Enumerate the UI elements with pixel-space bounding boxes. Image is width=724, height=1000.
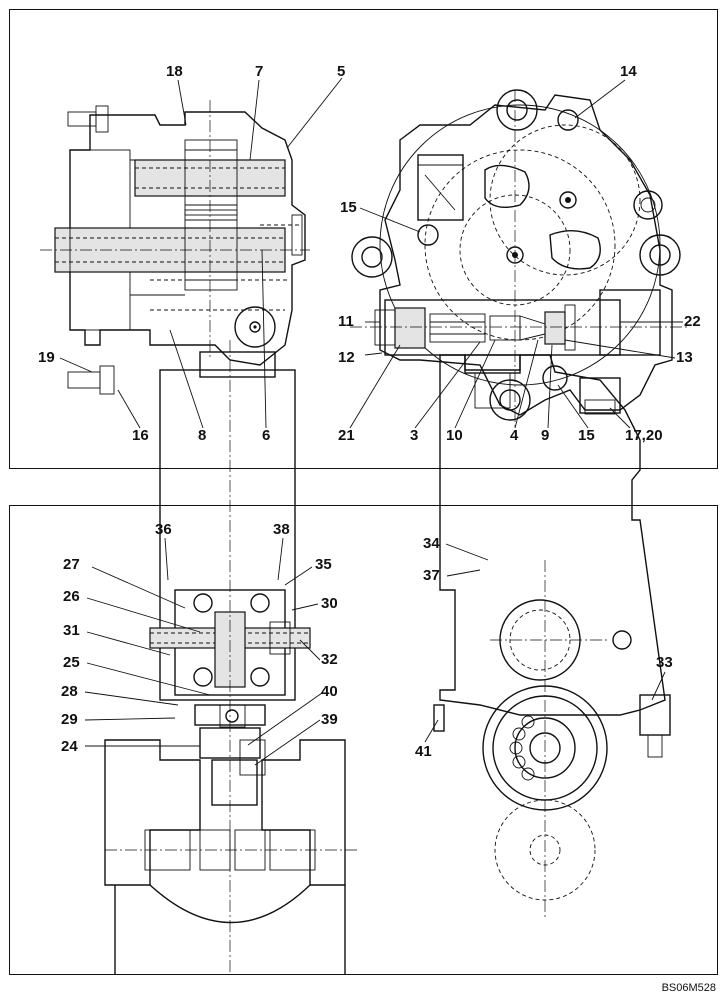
gear-train-section xyxy=(104,340,360,975)
callout-10: 10 xyxy=(446,427,463,444)
callout-15-upper: 15 xyxy=(340,199,357,216)
o-ring-14 xyxy=(557,109,579,131)
callout-13: 13 xyxy=(676,349,693,366)
callout-19: 19 xyxy=(38,349,55,366)
figure-code: BS06M528 xyxy=(661,982,716,994)
leader-lines xyxy=(59,77,683,766)
callout-17-20: 17,20 xyxy=(625,427,663,444)
callout-32: 32 xyxy=(321,651,338,668)
callout-27: 27 xyxy=(63,556,80,573)
gear-pump-side-section xyxy=(40,100,310,395)
callout-7: 7 xyxy=(255,63,264,80)
gear-case-side-view xyxy=(433,354,671,920)
callout-36: 36 xyxy=(155,521,172,538)
callout-28: 28 xyxy=(61,683,78,700)
bearing-balls xyxy=(509,715,535,781)
callout-24: 24 xyxy=(61,738,78,755)
callout-4: 4 xyxy=(510,427,519,444)
callout-18: 18 xyxy=(166,63,183,80)
callout-41: 41 xyxy=(415,743,432,760)
callout-21: 21 xyxy=(338,427,355,444)
callout-8: 8 xyxy=(198,427,207,444)
callout-37: 37 xyxy=(423,567,440,584)
callout-15-lower: 15 xyxy=(578,427,595,444)
callout-40: 40 xyxy=(321,683,338,700)
callout-14: 14 xyxy=(620,63,637,80)
callout-31: 31 xyxy=(63,622,80,639)
callout-11: 11 xyxy=(338,313,354,330)
callout-6: 6 xyxy=(262,427,271,444)
callout-22: 22 xyxy=(684,313,701,330)
callout-9: 9 xyxy=(541,427,550,444)
callout-35: 35 xyxy=(315,556,332,573)
callout-38: 38 xyxy=(273,521,290,538)
callout-12: 12 xyxy=(338,349,355,366)
callout-25: 25 xyxy=(63,654,80,671)
callout-16: 16 xyxy=(132,427,149,444)
callout-34: 34 xyxy=(423,535,440,552)
o-ring-15 xyxy=(417,224,439,246)
valve-housing-front-view xyxy=(350,89,690,430)
o-ring-15b xyxy=(542,365,568,391)
callout-26: 26 xyxy=(63,588,80,605)
callout-30: 30 xyxy=(321,595,338,612)
callout-5: 5 xyxy=(337,63,346,80)
bolt-circles xyxy=(351,89,681,421)
callout-39: 39 xyxy=(321,711,338,728)
callout-33: 33 xyxy=(656,654,673,671)
callout-29: 29 xyxy=(61,711,78,728)
callout-3: 3 xyxy=(410,427,419,444)
